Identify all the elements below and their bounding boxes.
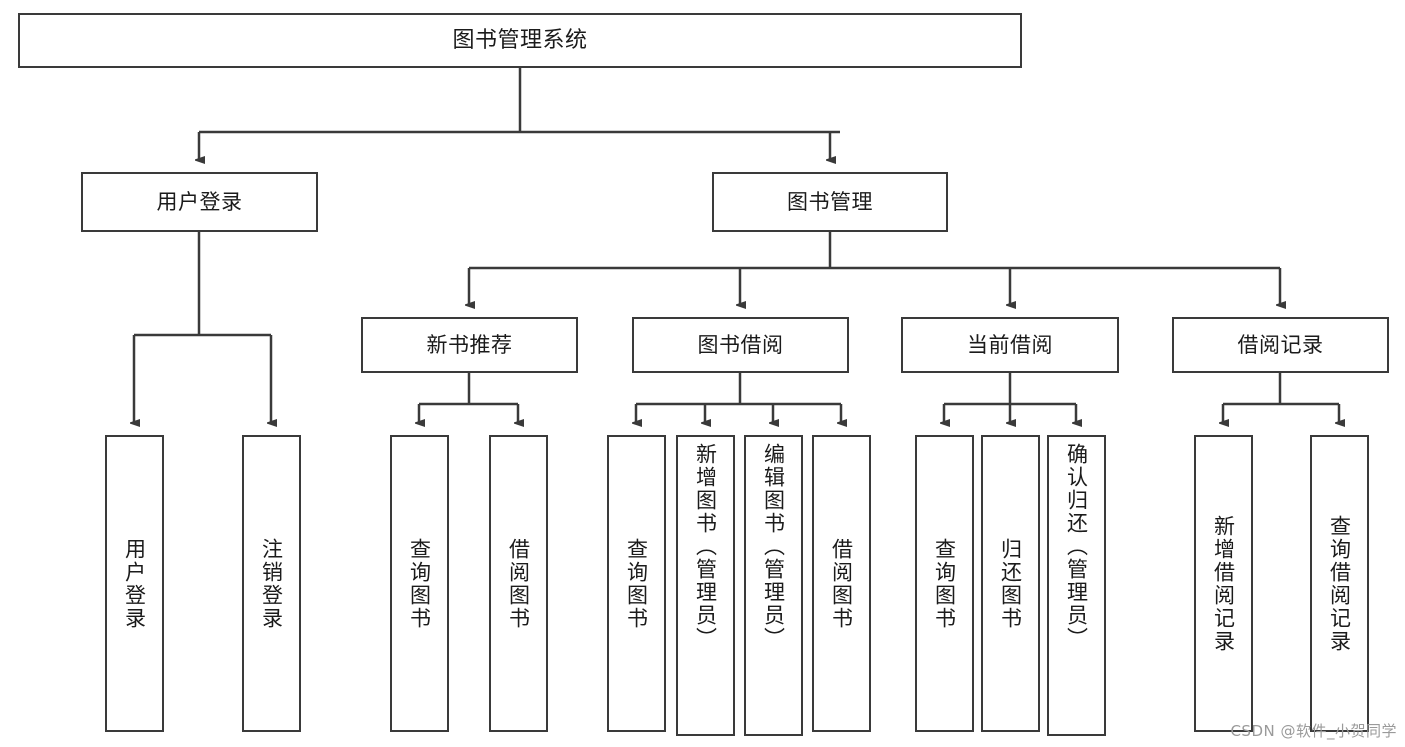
leaf-add-borrow-record[interactable]: 新增借阅记录 bbox=[1194, 435, 1253, 732]
leaf-add-book-admin[interactable]: 新增图书（管理员） bbox=[676, 435, 735, 736]
node-root-book-management-system[interactable]: 图书管理系统 bbox=[18, 13, 1022, 68]
leaf-confirm-return-admin[interactable]: 确认归还（管理员） bbox=[1047, 435, 1106, 736]
leaf-query-book-borrow[interactable]: 查询图书 bbox=[607, 435, 666, 732]
node-label: 编辑图书（管理员） bbox=[761, 443, 786, 650]
node-label: 图书管理系统 bbox=[452, 27, 588, 53]
leaf-return-book[interactable]: 归还图书 bbox=[981, 435, 1040, 732]
node-label: 借阅图书 bbox=[829, 537, 854, 630]
node-new-book-recommend[interactable]: 新书推荐 bbox=[361, 317, 578, 373]
leaf-user-login[interactable]: 用户登录 bbox=[105, 435, 164, 732]
node-label: 归还图书 bbox=[998, 537, 1023, 630]
leaf-query-book-recommend[interactable]: 查询图书 bbox=[390, 435, 449, 732]
node-label: 新增借阅记录 bbox=[1211, 514, 1236, 653]
node-label: 借阅图书 bbox=[506, 537, 531, 630]
node-label: 用户登录 bbox=[156, 189, 243, 214]
leaf-borrow-book-recommend[interactable]: 借阅图书 bbox=[489, 435, 548, 732]
csdn-watermark: CSDN @软件_小贺同学 bbox=[1230, 722, 1397, 740]
node-book-borrow[interactable]: 图书借阅 bbox=[632, 317, 849, 373]
leaf-logout[interactable]: 注销登录 bbox=[242, 435, 301, 732]
leaf-edit-book-admin[interactable]: 编辑图书（管理员） bbox=[744, 435, 803, 736]
node-label: 确认归还（管理员） bbox=[1064, 443, 1089, 650]
node-borrow-record[interactable]: 借阅记录 bbox=[1172, 317, 1389, 373]
node-label: 图书管理 bbox=[787, 189, 873, 214]
leaf-query-borrow-record[interactable]: 查询借阅记录 bbox=[1310, 435, 1369, 732]
node-label: 查询借阅记录 bbox=[1327, 514, 1352, 653]
node-label: 查询图书 bbox=[624, 537, 649, 630]
node-label: 新增图书（管理员） bbox=[693, 443, 718, 650]
node-user-login[interactable]: 用户登录 bbox=[81, 172, 318, 232]
leaf-query-book-current[interactable]: 查询图书 bbox=[915, 435, 974, 732]
node-label: 新书推荐 bbox=[426, 332, 513, 357]
node-label: 借阅记录 bbox=[1237, 332, 1324, 357]
node-label: 当前借阅 bbox=[967, 332, 1053, 357]
node-label: 图书借阅 bbox=[697, 332, 784, 357]
node-label: 查询图书 bbox=[407, 537, 432, 630]
node-book-management[interactable]: 图书管理 bbox=[712, 172, 948, 232]
node-label: 用户登录 bbox=[122, 537, 147, 630]
node-label: 注销登录 bbox=[259, 537, 284, 630]
node-label: 查询图书 bbox=[932, 537, 957, 630]
node-current-borrow[interactable]: 当前借阅 bbox=[901, 317, 1119, 373]
leaf-borrow-book[interactable]: 借阅图书 bbox=[812, 435, 871, 732]
